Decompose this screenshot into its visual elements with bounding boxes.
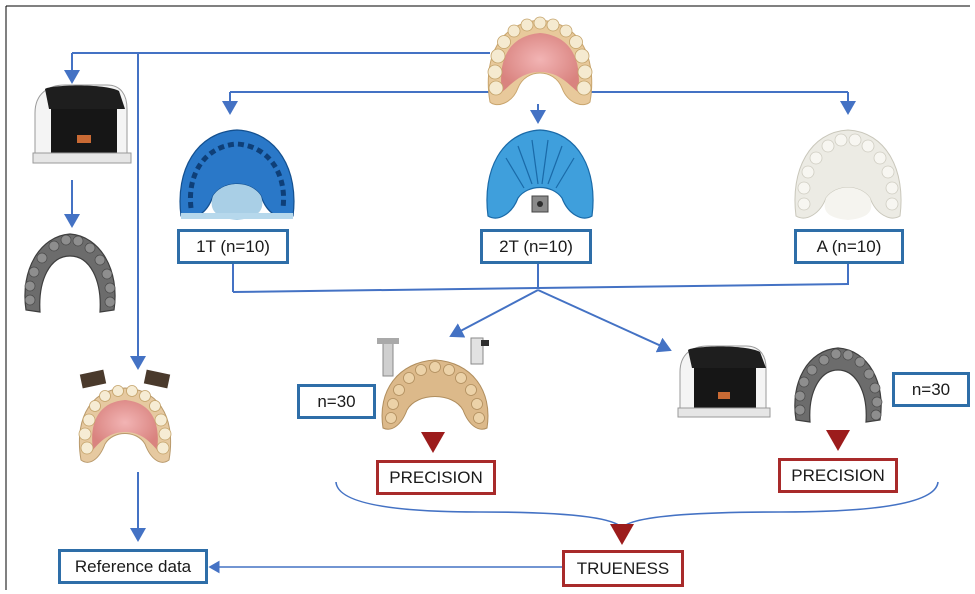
- sample-count-left-box: n=30: [297, 384, 376, 419]
- reference-model-icon: [79, 370, 171, 463]
- precision-right-box: PRECISION: [778, 458, 898, 493]
- group-2t-box: 2T (n=10): [480, 229, 592, 264]
- precision-left-box: PRECISION: [376, 460, 496, 495]
- reference-data-box: Reference data: [58, 549, 208, 584]
- master-model-icon: [488, 17, 592, 105]
- sample-count-right-box: n=30: [892, 372, 970, 407]
- digital-scan-right-icon: [795, 348, 882, 422]
- impression-2t-icon: [487, 130, 593, 218]
- sample-count-right-label: n=30: [912, 380, 950, 400]
- group-1t-box: 1T (n=10): [177, 229, 289, 264]
- sample-count-left-label: n=30: [317, 392, 355, 412]
- lab-scanner-icon: [33, 85, 131, 163]
- trueness-label: TRUENESS: [577, 559, 670, 579]
- group-a-box: A (n=10): [794, 229, 904, 264]
- reference-data-label: Reference data: [75, 557, 191, 577]
- precision-right-label: PRECISION: [791, 466, 885, 486]
- lab-scanner-right-icon: [678, 346, 770, 417]
- group-a-label: A (n=10): [817, 237, 882, 257]
- contact-measuring-icon: [377, 338, 489, 429]
- digital-scan-icon: [25, 234, 115, 312]
- group-1t-label: 1T (n=10): [196, 237, 270, 257]
- group-2t-label: 2T (n=10): [499, 237, 573, 257]
- impression-a-icon: [795, 130, 901, 220]
- impression-1t-icon: [180, 130, 294, 220]
- trueness-box: TRUENESS: [562, 550, 684, 587]
- precision-left-label: PRECISION: [389, 468, 483, 488]
